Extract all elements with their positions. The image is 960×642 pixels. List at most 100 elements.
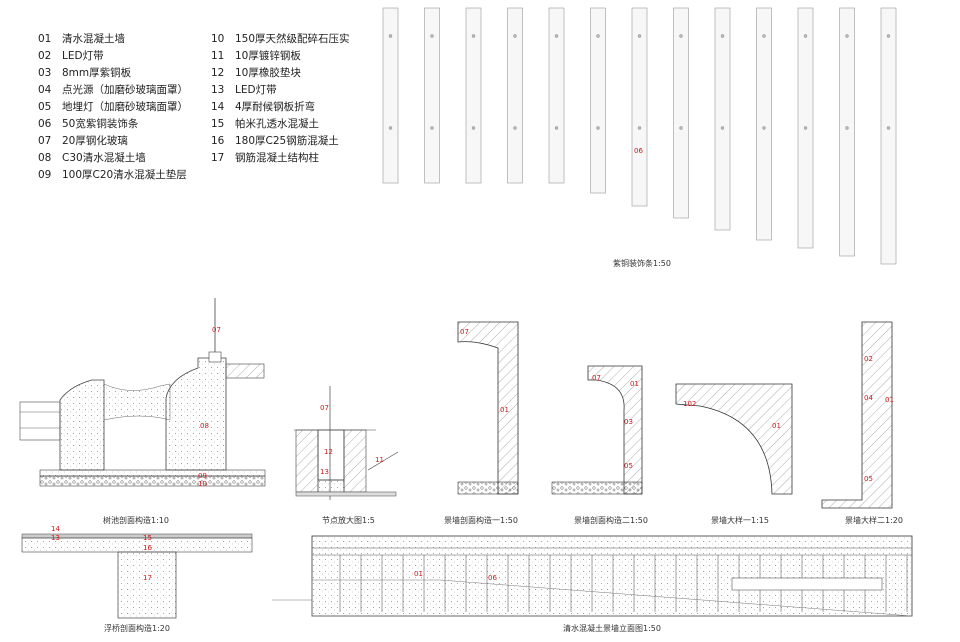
strip-fixing-dot [845,126,849,130]
caption-node-detail: 节点放大图1:5 [322,516,375,525]
legend-number: 01 [38,33,52,45]
legend-number: 17 [211,152,225,164]
legend-number: 15 [211,118,225,130]
caption-copper-strips: 紫铜装饰条1:50 [613,259,671,268]
bridge-section-drawing [21,533,253,619]
copper-strip [382,7,399,184]
legend-text: C30清水混凝土墙 [62,152,146,164]
strip-tag: 06 [634,147,643,155]
legend-number: 07 [38,135,52,147]
strip-fixing-dot [637,34,642,38]
pool-tag-10: 10 [198,480,207,488]
wall-elevation-drawing [272,535,913,617]
bridge-tag-13: 13 [51,534,60,542]
legend-text: 清水混凝土墙 [62,33,125,45]
strip-fixing-dot [803,126,808,130]
strip-fixing-dot [430,126,434,130]
strip-fixing-dot [886,126,891,130]
legend-number: 05 [38,101,52,113]
legend-text: 50宽紫铜装饰条 [62,118,139,130]
caption-wall-section-1: 景墙剖面构造一1:50 [444,516,518,525]
legend-number: 12 [211,67,225,79]
elev-tag-01: 01 [414,570,423,578]
copper-strip [507,7,523,184]
caption-pool-section: 树池剖面构造1:10 [103,516,169,525]
detail1-tag-102: 102 [683,400,696,408]
legend-item: 01 清水混凝土墙 [38,31,188,48]
node-tag-11: 11 [375,456,384,464]
strip-fixing-dot [803,34,808,38]
strip-fixing-dot [679,126,683,130]
strip-fixing-dot [513,126,517,130]
copper-strip [465,7,482,184]
legend-number: 16 [211,135,225,147]
strip-fixing-dot [430,34,434,38]
bridge-tag-17: 17 [143,574,152,582]
legend-text: 钢筋混凝土结构柱 [235,152,319,164]
legend-text: 20厚钢化玻璃 [62,135,128,147]
legend-number: 14 [211,101,225,113]
pool-tag-09: 09 [198,472,207,480]
legend-text: 8mm厚紫铜板 [62,67,132,79]
strip-fixing-dot [720,34,725,38]
strip-fixing-dot [845,34,849,38]
caption-wall-detail-2: 景墙大样二1:20 [845,516,903,525]
strip-fixing-dot [554,126,559,130]
detail2-tag-01: 01 [885,396,894,404]
strip-fixing-dot [388,126,393,130]
bridge-tag-16: 16 [143,544,152,552]
pool-tag-08: 08 [200,422,209,430]
copper-strip [548,7,565,184]
legend-number: 02 [38,50,52,62]
strip-fixing-dot [596,34,600,38]
strip-fixing-dot [513,34,517,38]
pool-section-drawing [19,298,266,487]
legend-item: 09 100厚C20清水混凝土垫层 [38,167,188,184]
node-tag-07: 07 [320,404,329,412]
strip-fixing-dot [388,34,393,38]
legend-item: 04 点光源（加磨砂玻璃面罩） [38,82,188,99]
legend-text: 10厚橡胶垫块 [235,67,301,79]
bridge-tag-14: 14 [51,525,60,533]
strip-fixing-dot [471,126,476,130]
wall-section-1-drawing [457,321,519,495]
caption-wall-section-2: 景墙剖面构造二1:50 [574,516,648,525]
wall-detail-1-drawing [675,383,793,495]
legend-item: 03 8mm厚紫铜板 [38,65,188,82]
detail2-tag-02: 02 [864,355,873,363]
legend-item: 07 20厚钢化玻璃 [38,133,188,150]
legend-number: 03 [38,67,52,79]
legend-number: 04 [38,84,52,96]
wall2-tag-01: 01 [630,380,639,388]
copper-strip [590,7,606,194]
strip-fixing-dot [886,34,891,38]
wall2-tag-05: 05 [624,462,633,470]
strip-fixing-dot [596,126,600,130]
copper-strip [839,7,855,257]
copper-strip [880,7,897,265]
strip-fixing-dot [762,126,766,130]
legend-number: 09 [38,169,52,181]
caption-wall-detail-1: 景墙大样一1:15 [711,516,769,525]
strip-fixing-dot [554,34,559,38]
copper-strip [673,7,689,219]
node-tag-13: 13 [320,468,329,476]
node-detail-drawing [294,386,399,500]
legend-text: 100厚C20清水混凝土垫层 [62,169,187,181]
strip-fixing-dot [679,34,683,38]
legend-item: 12 10厚橡胶垫块 [211,65,350,82]
legend-text: 点光源（加磨砂玻璃面罩） [62,84,188,96]
legend-item: 17 钢筋混凝土结构柱 [211,150,350,167]
strip-fixing-dot [762,34,766,38]
copper-strip [631,7,648,207]
detail2-tag-04: 04 [864,394,873,402]
